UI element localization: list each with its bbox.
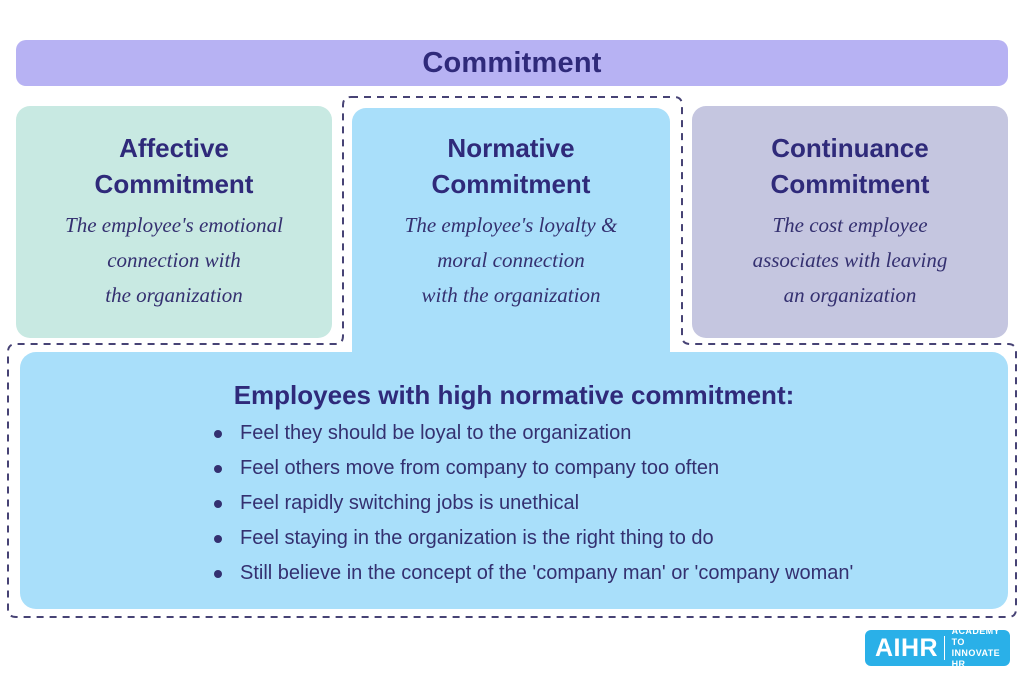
normative-desc-line3: with the organization — [421, 283, 601, 307]
aihr-logo: AIHR ACADEMY TO INNOVATE HR — [865, 626, 1010, 669]
bullet-item: Feel they should be loyal to the organiz… — [212, 416, 1008, 451]
continuance-desc-line2: associates with leaving — [752, 248, 948, 272]
normative-title: Normative Commitment — [352, 130, 670, 202]
continuance-commitment-box: Continuance Commitment The cost employee… — [692, 106, 1008, 338]
normative-title-line2: Commitment — [431, 169, 591, 199]
affective-title-line2: Commitment — [94, 169, 254, 199]
continuance-title-line1: Continuance — [771, 133, 929, 163]
banner-title: Commitment — [422, 46, 602, 79]
logo-divider — [944, 636, 945, 660]
affective-desc-line2: connection with — [107, 248, 241, 272]
logo-tagline-line1: ACADEMY TO — [951, 626, 1000, 647]
normative-desc-line2: moral connection — [437, 248, 585, 272]
affective-description: The employee's emotional connection with… — [16, 208, 332, 313]
affective-commitment-box: Affective Commitment The employee's emot… — [16, 106, 332, 338]
logo-tagline: ACADEMY TO INNOVATE HR — [952, 626, 1000, 670]
continuance-title-line2: Commitment — [770, 169, 930, 199]
normative-description: The employee's loyalty & moral connectio… — [352, 208, 670, 313]
bullet-item: Feel others move from company to company… — [212, 451, 1008, 486]
continuance-desc-line3: an organization — [783, 283, 917, 307]
details-heading: Employees with high normative commitment… — [233, 380, 795, 410]
normative-commitment-box: Normative Commitment The employee's loya… — [352, 108, 670, 358]
normative-title-line1: Normative — [447, 133, 575, 163]
affective-desc-line1: The employee's emotional — [65, 213, 283, 237]
details-bullet-list: Feel they should be loyal to the organiz… — [212, 416, 1008, 591]
affective-title-line1: Affective — [119, 133, 229, 163]
normative-desc-line1: The employee's loyalty & — [404, 213, 618, 237]
logo-tagline-line2: INNOVATE HR — [951, 648, 1000, 669]
bullet-item: Feel staying in the organization is the … — [212, 521, 1008, 556]
affective-desc-line3: the organization — [105, 283, 243, 307]
continuance-desc-line1: The cost employee — [772, 213, 928, 237]
continuance-title: Continuance Commitment — [692, 130, 1008, 202]
normative-details-panel: Employees with high normative commitment… — [20, 352, 1008, 609]
bullet-item: Feel rapidly switching jobs is unethical — [212, 486, 1008, 521]
aihr-logo-wordmark: AIHR — [875, 634, 939, 662]
continuance-description: The cost employee associates with leavin… — [692, 208, 1008, 313]
commitment-banner: Commitment — [16, 40, 1008, 86]
bullet-item: Still believe in the concept of the 'com… — [212, 556, 1008, 591]
affective-title: Affective Commitment — [16, 130, 332, 202]
